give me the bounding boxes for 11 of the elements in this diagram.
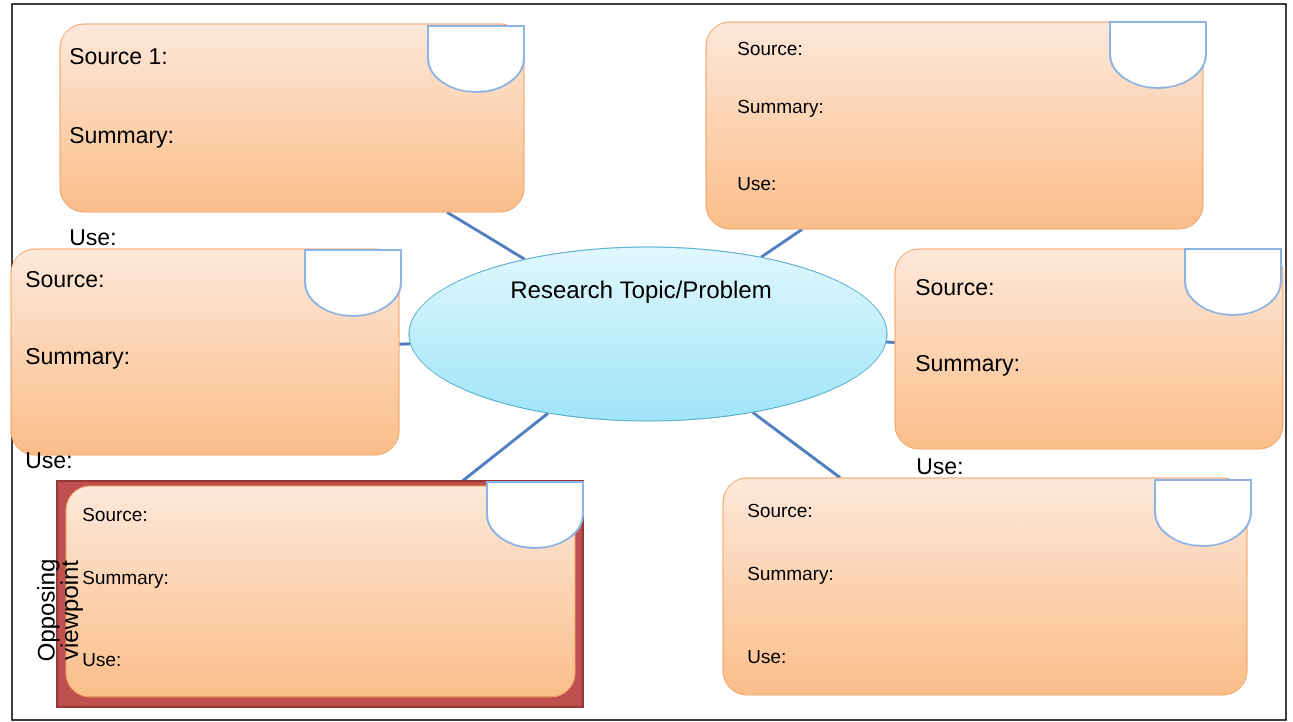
connector-line	[751, 411, 842, 479]
connector-line	[760, 227, 804, 259]
use-label: Use:	[918, 458, 962, 475]
side-label: Opposing viewpoint	[37, 560, 83, 661]
source-card: Source: Summary: Use:	[705, 21, 1204, 230]
source-card: Source: Summary: Use:	[722, 477, 1248, 696]
source-card: Source: Summary:	[894, 248, 1284, 450]
use-label: Use:	[71, 229, 115, 246]
source-card: Source 1: Summary:	[59, 23, 525, 213]
connector-line	[446, 210, 526, 261]
connector-line	[461, 412, 549, 482]
